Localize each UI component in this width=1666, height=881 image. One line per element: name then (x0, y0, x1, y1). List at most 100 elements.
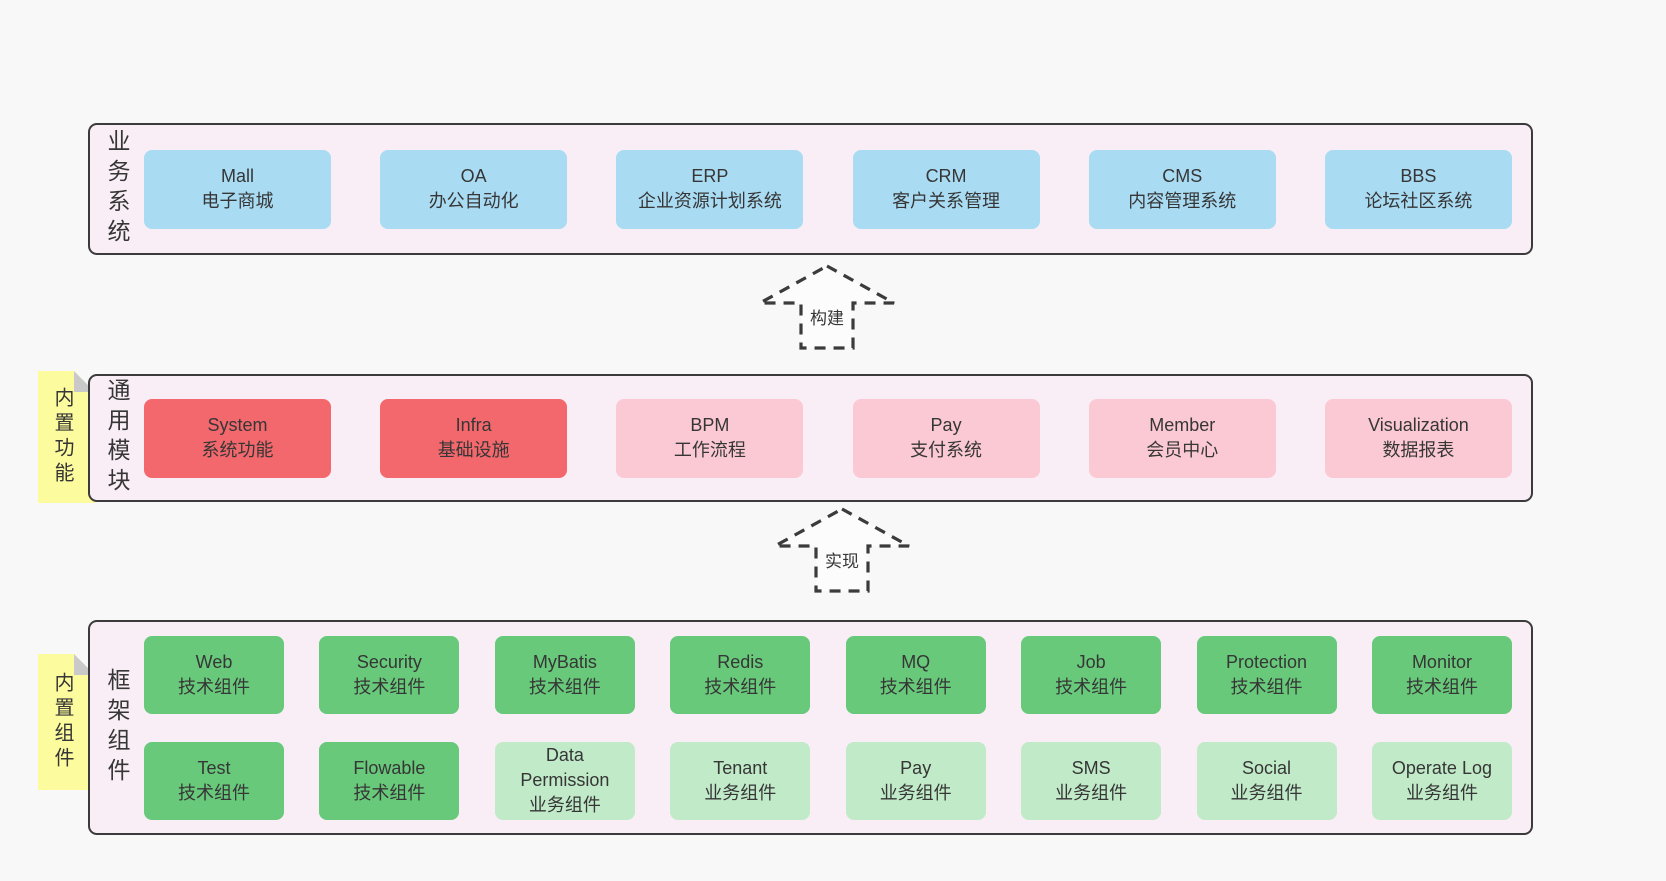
common-modules-row: System 系统功能 Infra 基础设施 BPM 工作流程 Pay 支付系统… (144, 398, 1512, 478)
component-box-mybatis: MyBatis 技术组件 (494, 635, 635, 714)
note-built-in-components-label: 内置组件 (51, 672, 73, 772)
box-title: Visualization (1368, 415, 1469, 435)
box-subtitle: 技术组件 (178, 782, 250, 803)
component-box-protection: Protection 技术组件 (1196, 635, 1337, 714)
box-title: Job (1076, 651, 1106, 672)
box-title: BBS (1400, 166, 1437, 186)
component-box-tenant: Tenant 业务组件 (670, 741, 811, 820)
component-box-test: Test 技术组件 (144, 741, 284, 820)
common-modules-panel: 通用模块 System 系统功能 Infra 基础设施 BPM 工作流程 Pay… (88, 374, 1533, 502)
box-subtitle: 业务组件 (1405, 782, 1478, 803)
box-subtitle: 业务组件 (528, 795, 601, 815)
module-box-bpm: BPM 工作流程 (616, 398, 804, 478)
module-box-visualization: Visualization 数据报表 (1324, 398, 1512, 478)
component-box-redis: Redis 技术组件 (670, 635, 811, 714)
component-box-social: Social 业务组件 (1196, 741, 1337, 820)
box-subtitle: 会员中心 (1146, 440, 1219, 460)
component-box-monitor: Monitor 技术组件 (1371, 635, 1512, 714)
system-box-crm: CRM 客户关系管理 (852, 149, 1040, 229)
framework-components-label: 框架组件 (104, 667, 130, 788)
box-subtitle: 技术组件 (528, 676, 601, 697)
box-subtitle: 业务组件 (704, 782, 777, 803)
box-title: Tenant (713, 757, 768, 778)
note-built-in-functions: 内置功能 (38, 371, 95, 503)
system-box-mall: Mall 电子商城 (144, 149, 331, 229)
box-subtitle: 业务组件 (1230, 782, 1303, 803)
box-title: Test (197, 757, 231, 778)
box-subtitle: 业务组件 (1055, 782, 1128, 803)
box-title: Redis (717, 651, 764, 672)
box-title: System (207, 415, 268, 435)
box-subtitle: 技术组件 (1230, 676, 1303, 697)
system-box-oa: OA 办公自动化 (380, 149, 568, 229)
box-title: CMS (1162, 166, 1203, 186)
box-subtitle: 技术组件 (178, 676, 250, 697)
module-box-system: System 系统功能 (144, 398, 331, 478)
framework-components-panel: 框架组件 Web 技术组件 Security 技术组件 MyBatis 技术组件… (88, 620, 1533, 835)
box-title: BPM (690, 415, 730, 435)
box-title: Infra (455, 415, 492, 435)
box-subtitle: 技术组件 (353, 676, 426, 697)
note-built-in-functions-label: 内置功能 (51, 387, 73, 487)
box-title: ERP (691, 166, 729, 186)
box-subtitle: 技术组件 (1055, 676, 1128, 697)
box-subtitle: 电子商城 (201, 191, 274, 211)
box-subtitle: 技术组件 (879, 676, 952, 697)
box-title: Member (1149, 415, 1216, 435)
build-arrow: 构建 (757, 263, 897, 351)
box-subtitle: 系统功能 (201, 440, 274, 460)
box-subtitle: 支付系统 (910, 440, 983, 460)
implement-arrow-label: 实现 (822, 547, 862, 572)
box-title: OA (460, 166, 487, 186)
box-title: Operate Log (1391, 757, 1492, 778)
business-systems-row: Mall 电子商城 OA 办公自动化 ERP 企业资源计划系统 CRM 客户关系… (144, 149, 1512, 229)
box-subtitle: 数据报表 (1382, 440, 1455, 460)
common-modules-label: 通用模块 (104, 378, 130, 498)
module-box-infra: Infra 基础设施 (380, 398, 568, 478)
component-box-flowable: Flowable 技术组件 (319, 741, 460, 820)
framework-components-row-1: Web 技术组件 Security 技术组件 MyBatis 技术组件 Redi… (144, 635, 1512, 714)
box-title: Data Permission (520, 745, 610, 790)
box-subtitle: 内容管理系统 (1128, 191, 1237, 211)
box-title: MyBatis (532, 651, 597, 672)
component-box-security: Security 技术组件 (319, 635, 460, 714)
business-systems-panel: 业务系统 Mall 电子商城 OA 办公自动化 ERP 企业资源计划系统 CRM… (88, 123, 1533, 255)
box-title: MQ (901, 651, 931, 672)
module-box-member: Member 会员中心 (1088, 398, 1276, 478)
build-arrow-label: 构建 (807, 304, 847, 329)
system-box-erp: ERP 企业资源计划系统 (616, 149, 804, 229)
box-title: Flowable (353, 757, 426, 778)
system-box-bbs: BBS 论坛社区系统 (1324, 149, 1512, 229)
system-box-cms: CMS 内容管理系统 (1088, 149, 1276, 229)
box-title: Web (195, 651, 233, 672)
module-box-pay: Pay 支付系统 (852, 398, 1040, 478)
business-systems-label: 业务系统 (104, 129, 130, 249)
box-subtitle: 客户关系管理 (892, 191, 1001, 211)
component-box-web: Web 技术组件 (144, 635, 284, 714)
component-box-pay: Pay 业务组件 (845, 741, 986, 820)
box-subtitle: 论坛社区系统 (1364, 191, 1473, 211)
note-built-in-components: 内置组件 (38, 654, 95, 790)
box-title: Pay (900, 757, 932, 778)
box-title: CRM (925, 166, 967, 186)
box-title: Pay (930, 415, 962, 435)
box-subtitle: 办公自动化 (428, 191, 519, 211)
box-subtitle: 企业资源计划系统 (637, 191, 782, 211)
box-subtitle: 技术组件 (704, 676, 777, 697)
component-box-sms: SMS 业务组件 (1021, 741, 1162, 820)
implement-arrow: 实现 (772, 506, 912, 594)
framework-components-row-2: Test 技术组件 Flowable 技术组件 Data Permission … (144, 741, 1512, 820)
box-title: Security (356, 651, 422, 672)
box-subtitle: 技术组件 (1405, 676, 1478, 697)
component-box-mq: MQ 技术组件 (845, 635, 986, 714)
component-box-operate-log: Operate Log 业务组件 (1371, 741, 1512, 820)
box-subtitle: 基础设施 (437, 440, 510, 460)
box-subtitle: 业务组件 (879, 782, 952, 803)
box-subtitle: 工作流程 (673, 440, 746, 460)
box-title: Social (1242, 757, 1292, 778)
box-subtitle: 技术组件 (353, 782, 426, 803)
box-title: Monitor (1411, 651, 1472, 672)
box-title: SMS (1071, 757, 1111, 778)
box-title: Protection (1226, 651, 1308, 672)
box-title: Mall (220, 166, 254, 186)
